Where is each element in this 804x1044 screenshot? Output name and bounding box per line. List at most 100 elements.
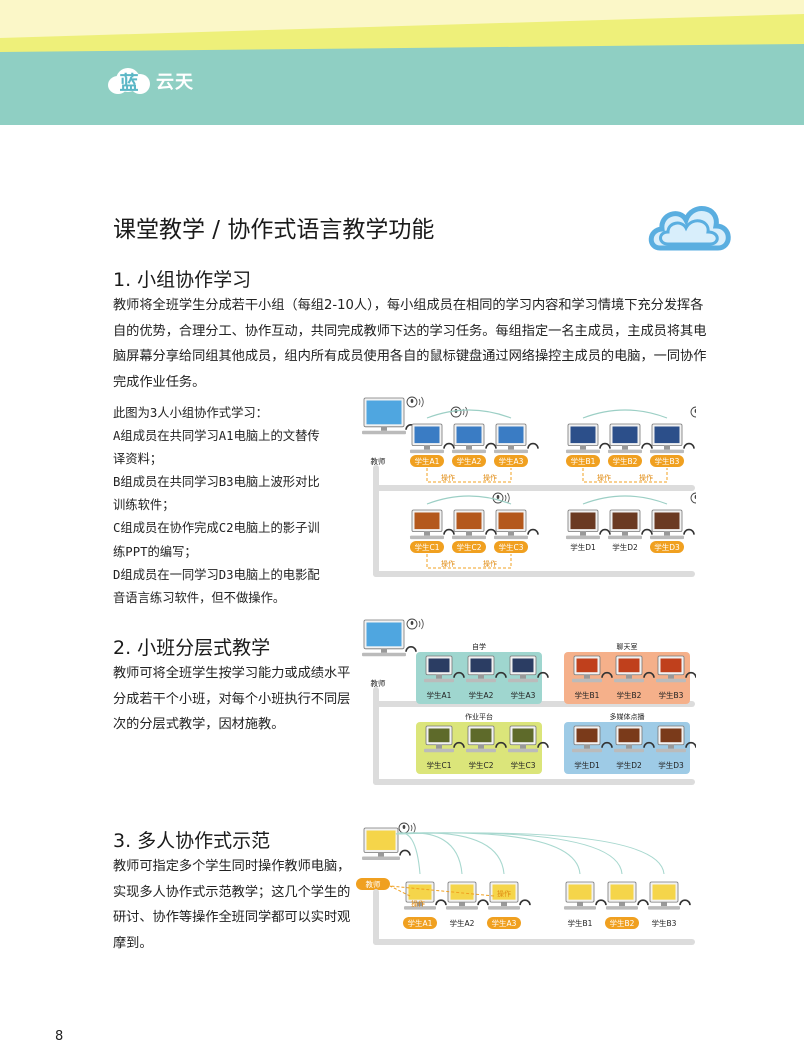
headset-icon xyxy=(485,442,497,449)
section-1-title: 1. 小组协作学习 xyxy=(113,269,252,291)
page-title: 课堂教学 / 协作式语言教学功能 xyxy=(113,217,435,243)
monitor-stand xyxy=(381,648,387,653)
share-arrow xyxy=(582,409,668,419)
operate-label: 操作 xyxy=(639,473,653,482)
screen xyxy=(498,426,524,444)
monitor-stand xyxy=(580,531,586,536)
keyboard-icon xyxy=(494,449,528,454)
monitor-stand xyxy=(424,531,430,536)
headset-icon xyxy=(683,528,695,535)
headset-icon xyxy=(443,442,455,449)
class-group-title: 作业平台 xyxy=(465,712,493,721)
screen xyxy=(660,728,682,743)
student-label: 学生C1 xyxy=(414,542,439,552)
section-1-paragraph: 教师将全班学生分成若干小组（每组2-10人），每小组成员在相同的学习内容和学习情… xyxy=(113,298,707,390)
operate-label: 操作 xyxy=(597,473,611,482)
sound-waves-icon xyxy=(504,492,510,504)
note-line: 音语言练习软件，但不做操作。 xyxy=(113,590,286,605)
student-label: 学生D3 xyxy=(654,542,680,552)
student-label: 学生C3 xyxy=(510,760,535,770)
monitor-stand xyxy=(466,531,472,536)
teacher-label-pill xyxy=(356,878,390,890)
headset-icon xyxy=(599,442,611,449)
screen xyxy=(652,884,676,900)
monitor-stand xyxy=(459,902,465,907)
student-label-pill xyxy=(487,917,521,929)
student-label: 学生A1 xyxy=(415,456,440,466)
keyboard-icon xyxy=(564,906,596,910)
operate-label: 操作 xyxy=(411,899,425,908)
screen xyxy=(618,728,640,743)
sound-waves-icon xyxy=(462,406,468,418)
keyboard-icon xyxy=(488,906,520,910)
screen xyxy=(654,426,680,444)
headset-icon xyxy=(519,899,531,906)
section-1-note: 此图为3人小组协作式学习： A组成员在共同学习A1电脑上的文替传 译资料； B组… xyxy=(113,402,358,610)
sound-waves-icon xyxy=(418,618,424,630)
class-group-title: 多媒体点播 xyxy=(610,712,645,721)
class-group-title: 自学 xyxy=(472,642,486,651)
monitor-stand xyxy=(501,902,507,907)
operate-arrow xyxy=(389,885,495,897)
cloud-decoration-icon xyxy=(648,206,731,251)
operate-arrow xyxy=(426,554,512,569)
screen xyxy=(570,426,596,444)
student-label: 学生A2 xyxy=(469,690,494,700)
keyboard-icon xyxy=(452,535,486,540)
headset-icon xyxy=(435,899,447,906)
teacher-label: 教师 xyxy=(371,456,386,466)
screen xyxy=(366,622,402,647)
monitor-stand xyxy=(664,445,670,450)
operate-label: 操作 xyxy=(441,559,455,568)
monitor-stand xyxy=(622,531,628,536)
screen xyxy=(456,512,482,530)
keyboard-icon xyxy=(566,449,600,454)
keyboard-icon xyxy=(614,748,644,753)
keyboard-icon xyxy=(404,906,436,910)
logo-char: 蓝 xyxy=(119,72,139,94)
monitor-stand xyxy=(580,445,586,450)
microphone-body xyxy=(410,399,414,403)
headset-icon xyxy=(537,741,549,748)
monitor-stand xyxy=(378,852,384,857)
note-line: C组成员在协作完成C2电脑上的影子训 xyxy=(113,521,320,536)
headset-icon xyxy=(405,646,417,652)
headset-icon xyxy=(637,899,649,906)
screen xyxy=(612,512,638,530)
microphone-icon xyxy=(690,406,696,418)
student-label: 学生B1 xyxy=(575,690,600,700)
monitor-stand xyxy=(436,674,442,679)
student-label-pill xyxy=(403,917,437,929)
headset-icon xyxy=(477,899,489,906)
student-label-pill xyxy=(608,455,642,467)
keyboard-icon xyxy=(410,535,444,540)
logo-text: 云天 xyxy=(156,72,194,93)
monitor-stand xyxy=(584,744,590,749)
screen xyxy=(610,884,634,900)
keyboard-icon xyxy=(566,535,600,540)
note-line: 译资料； xyxy=(113,452,163,467)
screen xyxy=(660,658,682,673)
screen xyxy=(428,728,450,743)
microphone-body xyxy=(402,825,406,829)
page-number: 8 xyxy=(55,1029,64,1044)
headset-icon xyxy=(685,741,696,748)
student-label: 学生A1 xyxy=(427,690,452,700)
monitor-stand xyxy=(508,531,514,536)
student-label: 学生D1 xyxy=(570,542,596,552)
headset-icon xyxy=(537,671,549,678)
keyboard-icon xyxy=(410,449,444,454)
logo-cloud-icon: 蓝 xyxy=(106,66,152,96)
headset-icon xyxy=(453,741,465,748)
screen xyxy=(414,512,440,530)
operate-label: 操作 xyxy=(441,473,455,482)
monitor-stand xyxy=(661,902,667,907)
screen xyxy=(366,400,402,425)
keyboard-icon xyxy=(572,748,602,753)
header-band xyxy=(0,0,804,125)
headset-icon xyxy=(601,671,613,678)
student-label-pill xyxy=(494,541,528,553)
headset-icon xyxy=(495,741,507,748)
keyboard-icon xyxy=(494,535,528,540)
